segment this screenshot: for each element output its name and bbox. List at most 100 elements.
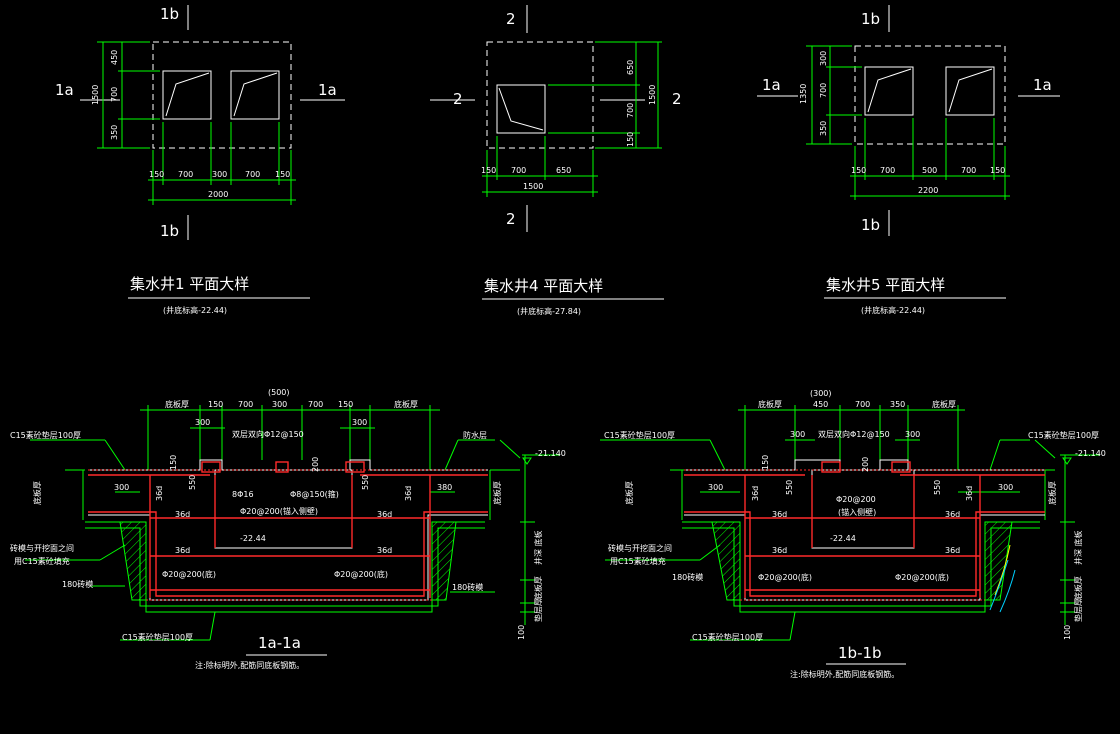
cut-label-right: 2 xyxy=(672,90,682,108)
rebar-bottom xyxy=(684,511,1045,597)
dim-v: 700 xyxy=(110,87,119,102)
dim-h: 150 xyxy=(851,166,866,175)
dim-text: 底板厚 xyxy=(533,576,543,600)
dimension-lines xyxy=(25,405,560,641)
dim-text: 底板厚 xyxy=(1047,481,1057,505)
plan-title: 集水井5 平面大样 xyxy=(826,276,945,294)
dim-text: 380 xyxy=(437,483,452,492)
dim-text: 150 xyxy=(338,400,353,409)
dim-text: 底板厚 xyxy=(32,481,42,505)
dim-text: 200 xyxy=(311,457,320,472)
dim-text: 36d xyxy=(751,486,760,501)
rebar-text: Φ20@200(底) xyxy=(334,569,388,579)
rebar-text: Φ20@200 xyxy=(836,495,876,504)
plan-title: 集水井1 平面大样 xyxy=(130,275,249,293)
dim-text: 底板厚 xyxy=(1073,576,1083,600)
dimension-lines xyxy=(482,41,662,197)
cut-label-b-bottom: 1b xyxy=(861,216,880,234)
cut-label-a-left: 1a xyxy=(762,76,781,94)
elev-text: -21.140 xyxy=(535,449,566,458)
dim-text: 井深 底板 xyxy=(533,530,543,565)
cut-label-top: 2 xyxy=(506,10,516,28)
section-note: 注:除标明外,配筋同底板钢筋。 xyxy=(195,660,304,670)
dim-h: 700 xyxy=(511,166,526,175)
dim-text: 300 xyxy=(708,483,723,492)
dim-text: 36d xyxy=(175,510,190,519)
plan-1: 1a 1a 1b 1b 450 700 350 1500 150 700 300… xyxy=(55,5,345,315)
rebar-bottom xyxy=(88,511,488,597)
dim-text: 36d xyxy=(772,510,787,519)
dim-text: 300 xyxy=(998,483,1013,492)
dim-h: 300 xyxy=(212,170,227,179)
cut-label-bottom: 2 xyxy=(506,210,516,228)
note-text: 180砖模 xyxy=(62,579,93,589)
sump-slope xyxy=(498,87,544,131)
dim-v: 150 xyxy=(626,132,635,147)
rebar-text: 双层双向Φ12@150 xyxy=(232,429,304,439)
dim-text: 150 xyxy=(761,455,770,470)
dimension-lines xyxy=(600,405,1100,641)
dim-text: 36d xyxy=(155,486,164,501)
dim-text: 100 xyxy=(1063,625,1072,640)
dim-v-total: 1500 xyxy=(648,85,657,105)
dim-text: 垫层厚 xyxy=(533,598,543,622)
plan-subtitle: (井底标高-27.84) xyxy=(517,306,581,316)
dim-h: 500 xyxy=(922,166,937,175)
dim-v: 350 xyxy=(110,125,119,140)
cut-label-b-bottom: 1b xyxy=(160,222,179,240)
pit-outline xyxy=(854,45,1006,145)
dim-text: 100 xyxy=(517,625,526,640)
dim-h: 650 xyxy=(556,166,571,175)
dim-text: 300 xyxy=(195,418,210,427)
dim-text: 200 xyxy=(861,457,870,472)
dim-text: 700 xyxy=(238,400,253,409)
note-text: C15素砼垫层100厚 xyxy=(692,632,763,642)
dim-h: 150 xyxy=(149,170,164,179)
plan-4: 2 2 2 2 650 700 150 1500 150 700 650 150… xyxy=(430,5,682,316)
dim-text: 550 xyxy=(188,475,197,490)
dimension-lines xyxy=(97,41,296,205)
dim-text: 700 xyxy=(855,400,870,409)
dim-text: 350 xyxy=(890,400,905,409)
dim-text: 底板厚 xyxy=(394,399,418,409)
cut-label-a-right: 1a xyxy=(318,81,337,99)
dim-h: 150 xyxy=(275,170,290,179)
dim-text: 36d xyxy=(377,546,392,555)
sump-slope-left xyxy=(867,68,912,113)
dim-text: 底板厚 xyxy=(165,399,189,409)
dim-text: 550 xyxy=(785,480,794,495)
dim-h: 700 xyxy=(245,170,260,179)
sump-box-right xyxy=(230,70,280,120)
sump-slope-right xyxy=(233,72,278,117)
note-text: 砖模与开挖面之间 xyxy=(10,543,74,553)
dim-text: 36d xyxy=(965,486,974,501)
dim-text: 底板厚 xyxy=(758,399,782,409)
cushion-inner xyxy=(682,527,1040,607)
dim-v: 700 xyxy=(819,83,828,98)
slab-bottom xyxy=(684,514,1045,601)
dim-text: 垫层厚 xyxy=(1073,598,1083,622)
dim-h: 150 xyxy=(481,166,496,175)
cut-label-b-top: 1b xyxy=(861,10,880,28)
dim-h: 150 xyxy=(990,166,1005,175)
dim-v: 300 xyxy=(819,51,828,66)
rebar-text: Φ20@200(底) xyxy=(758,572,812,582)
rebar-beam-right xyxy=(345,461,365,473)
cut-label-b-top: 1b xyxy=(160,5,179,23)
dim-v: 350 xyxy=(819,121,828,136)
plan-subtitle: (井底标高-22.44) xyxy=(163,305,227,315)
rebar-text: Φ20@200(底) xyxy=(162,569,216,579)
sump-box-right xyxy=(945,66,995,116)
note-text: C15素砼垫层100厚 xyxy=(122,632,193,642)
rebar-text: (锚入侧壁) xyxy=(838,507,876,517)
sump-box-left xyxy=(162,70,212,120)
note-text: 180砖模 xyxy=(452,582,483,592)
dim-h: 700 xyxy=(178,170,193,179)
dim-v-total: 1350 xyxy=(799,84,808,104)
section-1a: (500) 底板厚 底板厚 150 700 300 700 150 300 30… xyxy=(10,388,566,670)
dim-text: 300 xyxy=(905,430,920,439)
dim-v: 700 xyxy=(626,103,635,118)
elevation-marker xyxy=(1062,457,1072,465)
slab-bottom xyxy=(88,514,488,601)
